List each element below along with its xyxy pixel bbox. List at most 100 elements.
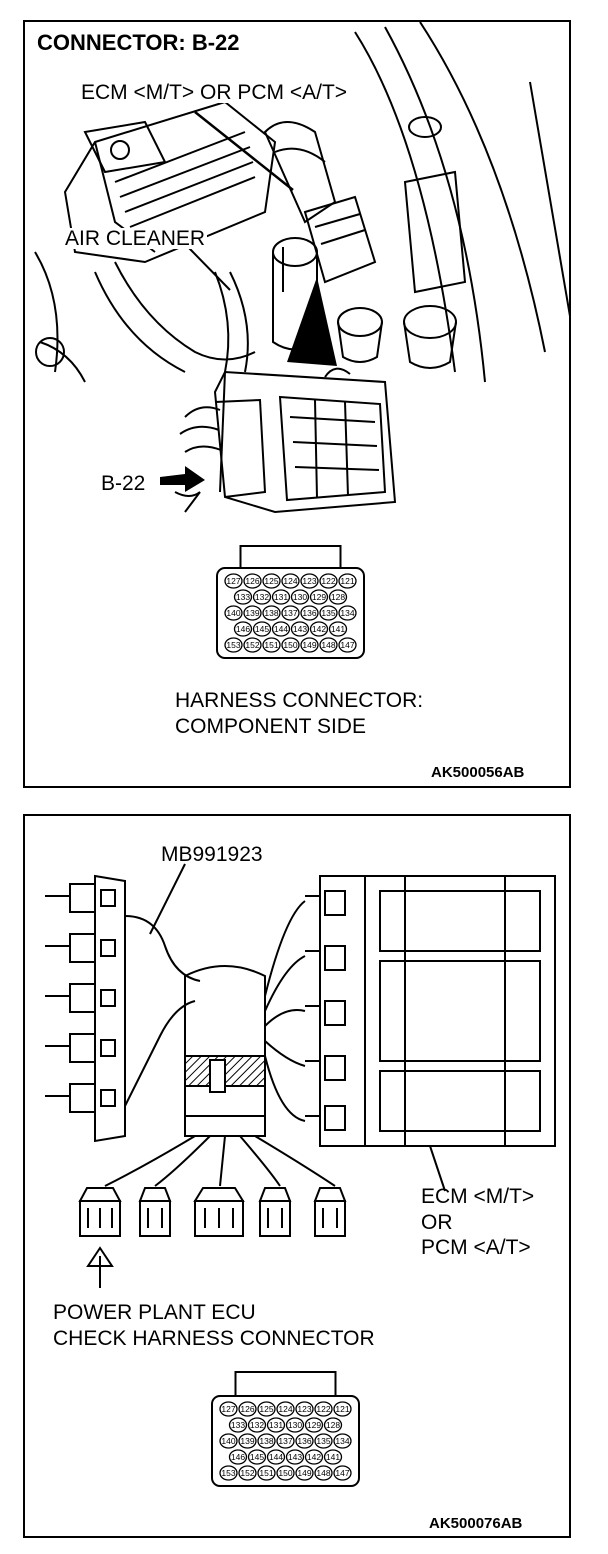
connector-pin [333, 1401, 352, 1417]
connector-pin [271, 589, 291, 605]
figure-code: AK500076AB [429, 1515, 523, 1532]
connector-tab [239, 545, 342, 571]
check-connector-label-line2: CHECK HARNESS CONNECTOR [53, 1327, 375, 1350]
connector-pin-label: 138 [264, 608, 278, 618]
connector-title: CONNECTOR: B-22 [37, 30, 240, 55]
connector-pin [262, 637, 281, 653]
connector-pin-label: 143 [293, 624, 307, 634]
connector-pin-label: 129 [312, 592, 326, 602]
connector-pin [309, 621, 329, 637]
connector-pin-label: 140 [221, 1436, 235, 1446]
location-pointer-arrow [287, 277, 337, 366]
connector-pin-label: 139 [240, 1436, 254, 1446]
connector-pin [295, 1433, 314, 1449]
connector-pin [319, 637, 338, 653]
connector-pin [266, 1417, 286, 1433]
connector-pin-label: 151 [259, 1468, 273, 1478]
connector-pin-label: 144 [269, 1452, 283, 1462]
connector-pin [323, 1449, 343, 1465]
connector-pin-label: 147 [340, 640, 354, 650]
b22-pointer-arrow [160, 466, 205, 492]
ecm-label: ECM <M/T> OR PCM <A/T> [79, 81, 350, 104]
connector-pin-label: 134 [340, 608, 354, 618]
connector-pin-label: 150 [283, 640, 297, 650]
connector-pin-label: 152 [240, 1468, 254, 1478]
left-connector-strip [94, 874, 126, 1143]
connector-pin-label: 146 [236, 624, 250, 634]
connector-pin [290, 621, 310, 637]
connector-pin [338, 573, 357, 589]
connector-pin [219, 1433, 238, 1449]
connector-pin-label: 142 [312, 624, 326, 634]
ecm-label-line2: OR [421, 1211, 453, 1234]
connector-pin-label: 135 [316, 1436, 330, 1446]
connector-pin-label: 149 [297, 1468, 311, 1478]
air-cleaner-label: AIR CLEANER [63, 227, 208, 250]
connector-pin-label: 126 [240, 1404, 254, 1414]
connector-pin-label: 127 [226, 576, 240, 586]
connector-pin [247, 1449, 267, 1465]
ecm-leader-line [194, 111, 294, 191]
ecm-label-line3: PCM <A/T> [421, 1236, 531, 1259]
connector-pin-label: 148 [316, 1468, 330, 1478]
connector-pin [319, 605, 338, 621]
connector-pin-label: 139 [245, 608, 259, 618]
connector-pin-label: 150 [278, 1468, 292, 1478]
connector-pin [304, 1417, 324, 1433]
connector-pin [285, 1417, 305, 1433]
connector-pin [300, 605, 319, 621]
connector-pin [276, 1401, 295, 1417]
connector-pin-label: 132 [250, 1420, 264, 1430]
connector-pin [224, 573, 243, 589]
connector-pin [304, 1449, 324, 1465]
connector-pin [319, 573, 338, 589]
connector-pin [271, 621, 291, 637]
connector-pin [252, 621, 272, 637]
connector-pin-label: 141 [331, 624, 345, 634]
connector-pin [238, 1465, 257, 1481]
harness-connector-label-line2: COMPONENT SIDE [175, 715, 366, 738]
connector-pin [224, 605, 243, 621]
connector-pin-label: 122 [321, 576, 335, 586]
connector-pin [314, 1465, 333, 1481]
air-cleaner-leader-line [188, 247, 231, 291]
connector-pin [290, 589, 310, 605]
connector-pin [233, 621, 253, 637]
connector-pin-label: 128 [326, 1420, 340, 1430]
connector-pin-label: 152 [245, 640, 259, 650]
connector-pin-label: 142 [307, 1452, 321, 1462]
connector-pin-label: 141 [326, 1452, 340, 1462]
ecm-unit-closeup [174, 367, 397, 514]
up-arrow [86, 1246, 114, 1288]
connector-pin [243, 637, 262, 653]
connector-pin [219, 1401, 238, 1417]
connector-pin [314, 1433, 333, 1449]
connector-pin [295, 1465, 314, 1481]
connector-tab [234, 1371, 337, 1399]
connector-pin-label: 124 [278, 1404, 292, 1414]
connector-pin-label: 136 [302, 608, 316, 618]
connector-pin-label: 149 [302, 640, 316, 650]
connector-pin [276, 1433, 295, 1449]
connector-pin-label: 131 [274, 592, 288, 602]
connector-pin [228, 1417, 248, 1433]
connector-pin [243, 605, 262, 621]
connector-pin-label: 137 [283, 608, 297, 618]
connector-pin [281, 573, 300, 589]
connector-pin [238, 1433, 257, 1449]
connector-pin-label: 124 [283, 576, 297, 586]
connector-pin [247, 1417, 267, 1433]
connector-pin-label: 123 [302, 576, 316, 586]
connector-pin-label: 138 [259, 1436, 273, 1446]
ecm-body [364, 875, 556, 1147]
connector-pin-label: 135 [321, 608, 335, 618]
connector-pin [262, 605, 281, 621]
ecm-label-line1: ECM <M/T> [421, 1185, 535, 1208]
connector-pin [276, 1465, 295, 1481]
connector-pin-label: 145 [255, 624, 269, 634]
